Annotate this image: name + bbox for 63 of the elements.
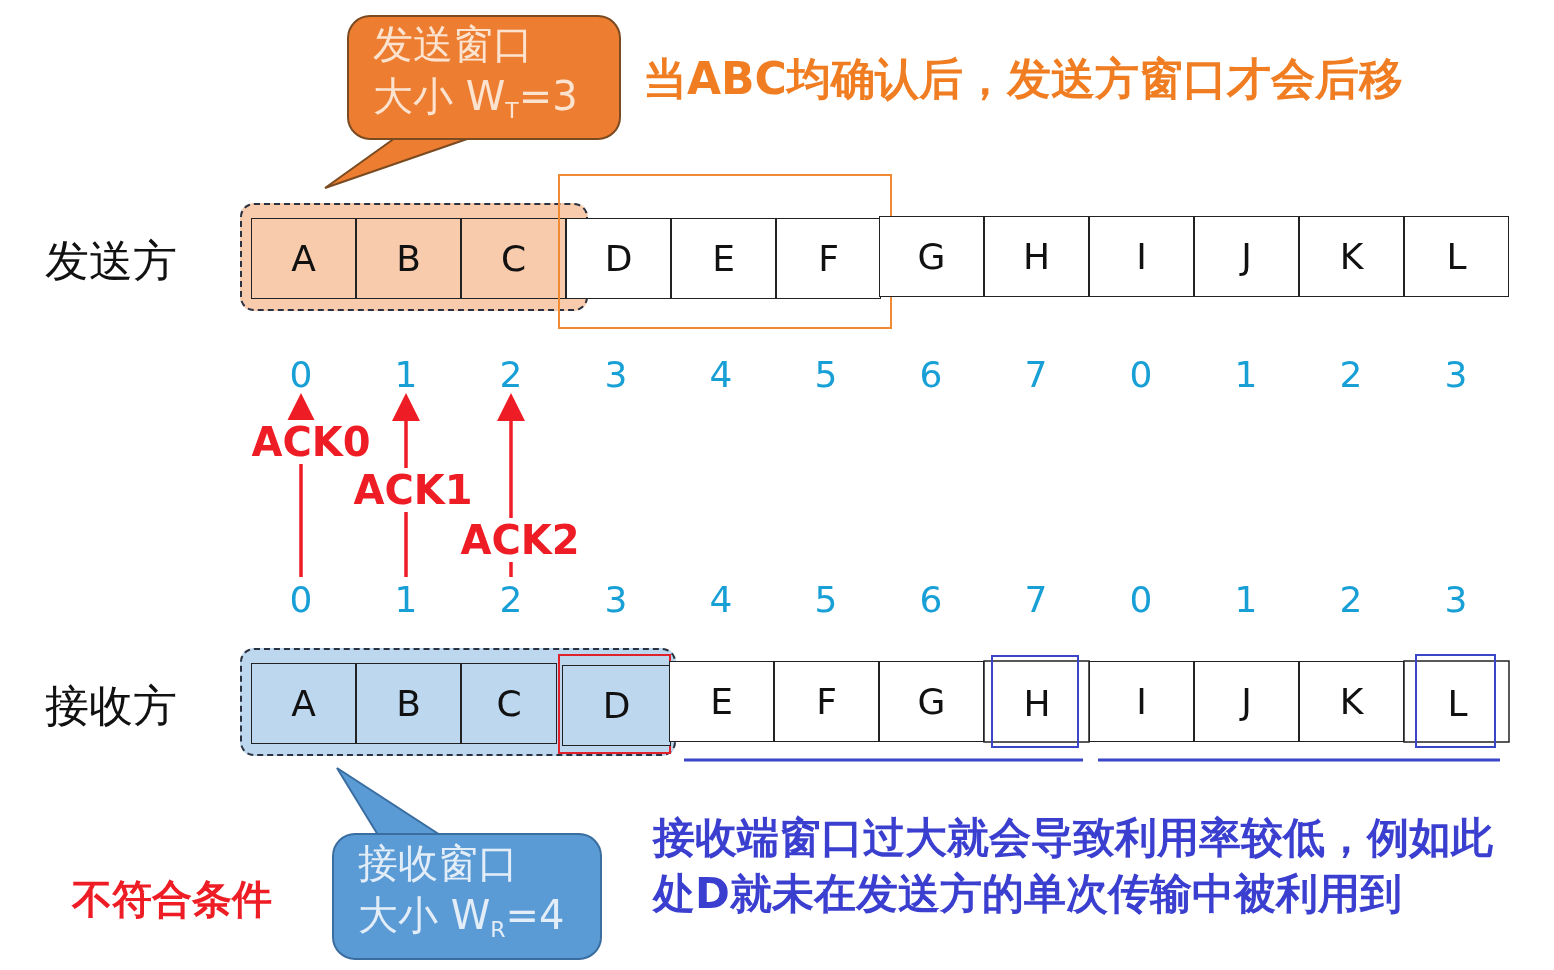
callout-text: 大小 W$_{R}$=4 bbox=[358, 891, 566, 944]
frame-cell: J bbox=[1194, 661, 1299, 742]
sequence-number: 7 bbox=[1011, 352, 1061, 396]
sequence-number: 1 bbox=[381, 352, 431, 396]
highlight-frame bbox=[558, 174, 892, 329]
sequence-number: 1 bbox=[1221, 352, 1271, 396]
sequence-number: 2 bbox=[1326, 577, 1376, 621]
sequence-number: 4 bbox=[696, 352, 746, 396]
note-text: 当ABC均确认后，发送方窗口才会后移 bbox=[643, 52, 1403, 106]
sequence-number: 6 bbox=[906, 577, 956, 621]
sequence-number: 5 bbox=[801, 577, 851, 621]
frame-cell: C bbox=[461, 218, 566, 299]
row-label: 接收方 bbox=[45, 679, 177, 733]
frame-cell: F bbox=[776, 218, 881, 299]
frame-cell: I bbox=[1089, 661, 1194, 742]
frame-cell: A bbox=[251, 218, 356, 299]
sequence-number: 0 bbox=[276, 352, 326, 396]
cell-letter: L bbox=[1420, 664, 1495, 743]
frame-cell: K bbox=[1299, 216, 1404, 297]
sequence-number: 2 bbox=[1326, 352, 1376, 396]
frame-cell: D bbox=[562, 665, 671, 746]
frame-cell: E bbox=[669, 661, 774, 742]
sequence-number: 1 bbox=[381, 577, 431, 621]
note-text: 接收端窗口过大就会导致利用率较低，例如此处D就未在发送方的单次传输中被利用到 bbox=[653, 812, 1494, 920]
sequence-number: 7 bbox=[1011, 577, 1061, 621]
sequence-number: 3 bbox=[591, 577, 641, 621]
frame-cell: K bbox=[1299, 661, 1404, 742]
frame-cell: D bbox=[566, 218, 671, 299]
highlight-frame bbox=[558, 654, 671, 754]
frame-cell: E bbox=[671, 218, 776, 299]
note-text: 不符合条件 bbox=[72, 875, 272, 924]
callout-text: 大小 W$_{T}$=3 bbox=[373, 72, 579, 125]
highlight-frame bbox=[991, 655, 1079, 748]
frame-cell: J bbox=[1194, 216, 1299, 297]
frame-cell: L bbox=[1404, 216, 1509, 297]
row-label: 发送方 bbox=[45, 234, 177, 288]
sequence-number: 3 bbox=[591, 352, 641, 396]
sequence-number: 4 bbox=[696, 577, 746, 621]
frame-cell: H bbox=[984, 216, 1089, 297]
frame-cell: B bbox=[356, 663, 461, 744]
sequence-number: 3 bbox=[1431, 352, 1481, 396]
frame-cell: A bbox=[251, 663, 356, 744]
frame-cell: F bbox=[774, 661, 879, 742]
sequence-number: 1 bbox=[1221, 577, 1271, 621]
sequence-number: 0 bbox=[1116, 352, 1166, 396]
sequence-number: 5 bbox=[801, 352, 851, 396]
window-frame bbox=[240, 648, 676, 756]
frame-cell: C bbox=[461, 663, 557, 744]
sequence-number: 3 bbox=[1431, 577, 1481, 621]
frame-cell: B bbox=[356, 218, 461, 299]
sequence-number: 0 bbox=[276, 577, 326, 621]
callout-text: 接收窗口 bbox=[358, 839, 519, 889]
sequence-number: 2 bbox=[486, 352, 536, 396]
frame-cell: I bbox=[1089, 216, 1194, 297]
cell-letter: H bbox=[996, 664, 1078, 743]
sequence-number: 6 bbox=[906, 352, 956, 396]
highlight-frame bbox=[1415, 654, 1496, 748]
sequence-number: 0 bbox=[1116, 577, 1166, 621]
frame-cell: G bbox=[879, 216, 984, 297]
sequence-number: 2 bbox=[486, 577, 536, 621]
frame-cell: G bbox=[879, 661, 984, 742]
callout-text: 发送窗口 bbox=[373, 20, 534, 70]
window-frame bbox=[240, 203, 588, 311]
